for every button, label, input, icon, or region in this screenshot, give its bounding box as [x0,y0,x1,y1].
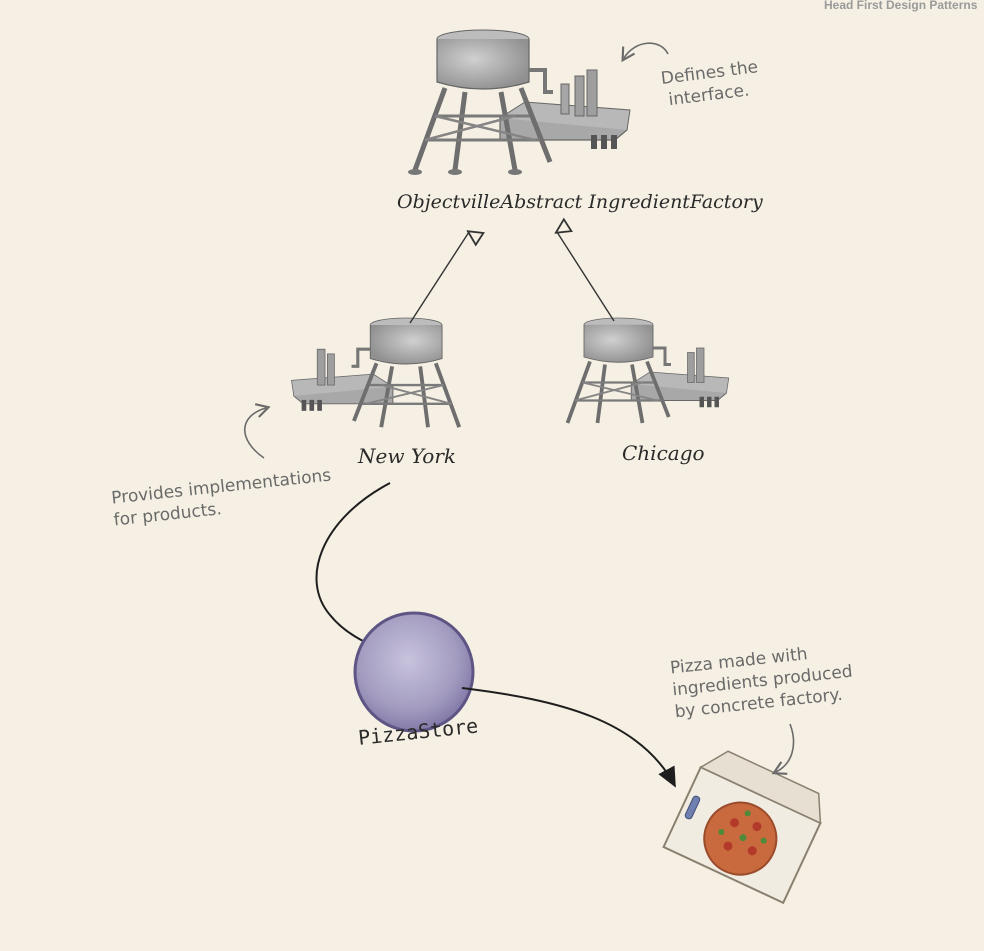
chicago-label: Chicago [622,441,705,465]
book-title-header: Head First Design Patterns [824,0,978,12]
note-arrow-provides [243,403,271,459]
pizza-box-icon [662,750,822,905]
new-york-label: New York [358,444,456,468]
flow-arrow-to-pizza [461,687,676,788]
chicago-factory-icon [565,317,730,424]
note-arrow-defines [621,42,669,63]
new-york-factory-icon [291,317,462,428]
pizza-store-icon [353,611,475,733]
note-arrow-pizza [771,723,795,775]
abstract-factory-icon [408,29,631,175]
inherit-arrow-new-york [409,232,469,324]
abstract-factory-label: ObjectvilleAbstract IngredientFactory [397,191,763,213]
inherit-arrow-chicago [557,232,615,322]
